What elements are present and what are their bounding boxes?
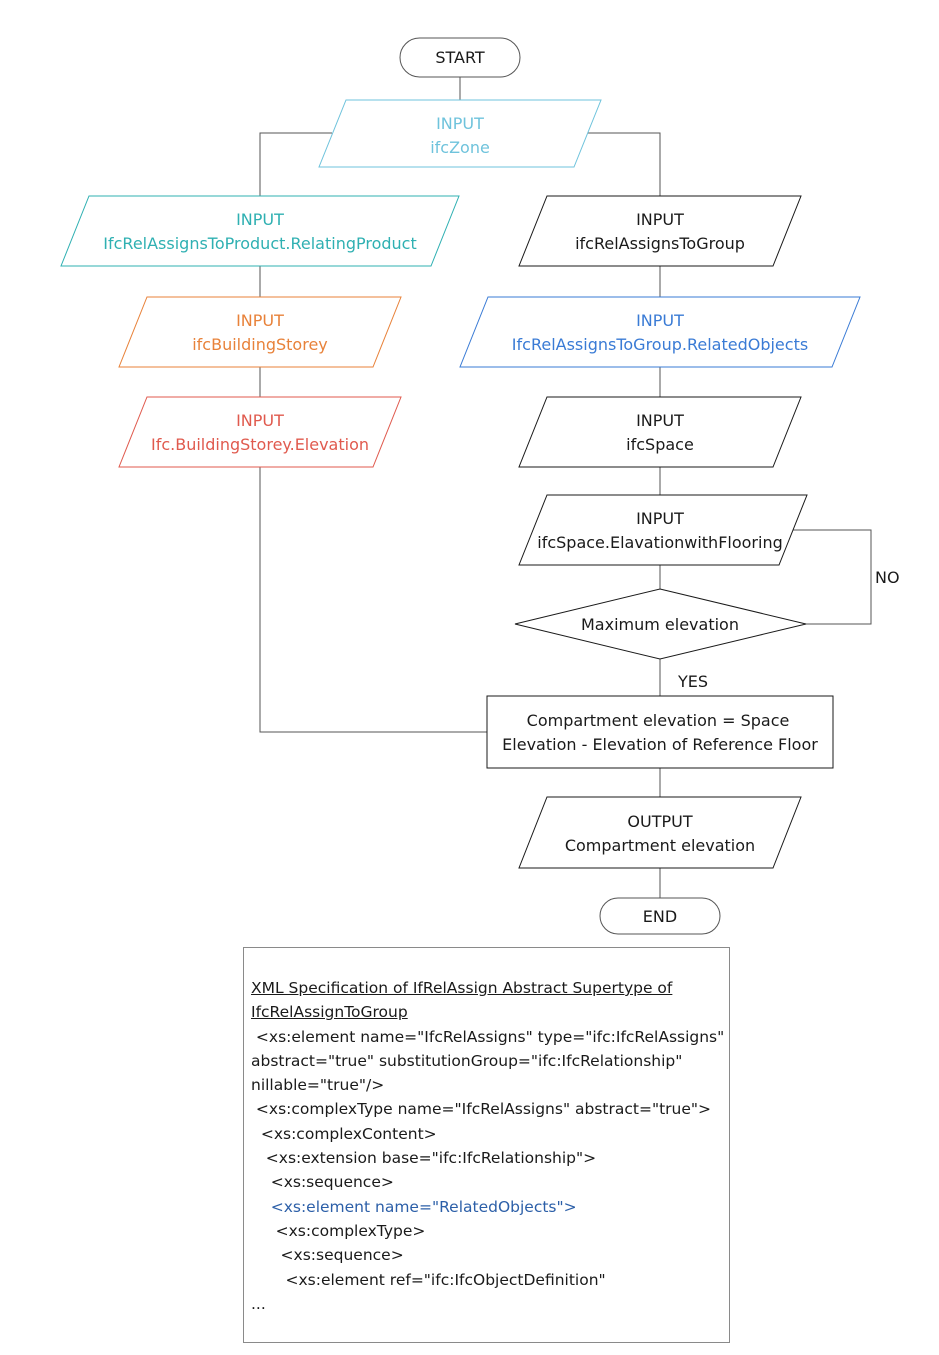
xml-code-line: <xs:element name="RelatedObjects"> — [251, 1197, 577, 1216]
input-node-related-objects-line2: IfcRelAssignsToGroup.RelatedObjects — [512, 335, 808, 354]
input-node-space-elevation: INPUT ifcSpace.ElavationwithFlooring — [518, 494, 808, 566]
edge-decision-no-loop — [789, 529, 872, 625]
input-node-rel-assigns-to-group: INPUT ifcRelAssignsToGroup — [518, 195, 802, 267]
end-terminal: END — [599, 897, 721, 935]
process-compartment-elevation-line1: Compartment elevation = Space — [527, 711, 790, 730]
input-node-space-elevation-line2: ifcSpace.ElavationwithFlooring — [537, 533, 783, 552]
input-node-related-objects-line1: INPUT — [636, 311, 684, 330]
input-node-space-elevation-line1: INPUT — [636, 509, 684, 528]
input-node-relating-product-line1: INPUT — [236, 210, 284, 229]
decision-maximum-elevation: Maximum elevation — [514, 588, 807, 660]
process-compartment-elevation-line2: Elevation - Elevation of Reference Floor — [502, 735, 818, 754]
input-node-ifcspace-line2: ifcSpace — [626, 435, 694, 454]
input-node-related-objects: INPUT IfcRelAssignsToGroup.RelatedObject… — [459, 296, 861, 368]
input-node-relating-product: INPUT IfcRelAssignsToProduct.RelatingPro… — [60, 195, 460, 267]
input-node-ifcspace-line1: INPUT — [636, 411, 684, 430]
input-node-building-storey-line2: ifcBuildingStorey — [192, 335, 328, 354]
xml-specification-title-line: XML Specification of IfRelAssign Abstrac… — [251, 979, 673, 997]
start-label: START — [435, 48, 485, 67]
xml-code-line: <xs:element name="IfcRelAssigns" type="i… — [251, 1027, 725, 1046]
xml-code-line: ... — [251, 1294, 266, 1313]
xml-code-line: <xs:sequence> — [251, 1246, 404, 1265]
xml-code-line: <xs:sequence> — [251, 1173, 394, 1192]
edge-storeyelev-process — [259, 467, 487, 733]
input-node-storey-elevation: INPUT Ifc.BuildingStorey.Elevation — [118, 396, 402, 468]
xml-code-line: <xs:complexContent> — [251, 1124, 437, 1143]
flowchart: START END INPUT ifcZone INPUT IfcRelAssi… — [60, 37, 900, 935]
input-node-rel-assigns-to-group-line2: ifcRelAssignsToGroup — [575, 234, 745, 253]
input-node-rel-assigns-to-group-line1: INPUT — [636, 210, 684, 229]
branch-label-no: NO — [875, 568, 900, 587]
output-compartment-elevation-line2: Compartment elevation — [565, 836, 755, 855]
output-compartment-elevation: OUTPUT Compartment elevation — [518, 796, 802, 869]
start-terminal: START — [399, 37, 521, 78]
xml-code-line: <xs:complexType name="IfcRelAssigns" abs… — [251, 1100, 711, 1119]
edge-zone-right — [587, 132, 661, 196]
xml-code-block: <xs:element name="IfcRelAssigns" type="i… — [251, 1025, 725, 1317]
xml-code-line: abstract="true" substitutionGroup="ifc:I… — [251, 1051, 683, 1070]
flowchart-connectors — [259, 77, 872, 898]
end-label: END — [643, 907, 677, 926]
input-node-ifczone-line2: ifcZone — [430, 138, 490, 157]
input-node-building-storey: INPUT ifcBuildingStorey — [118, 296, 402, 368]
xml-code-line: <xs:extension base="ifc:IfcRelationship"… — [251, 1149, 597, 1168]
xml-code-line: <xs:element ref="ifc:IfcObjectDefinition… — [251, 1270, 606, 1289]
input-node-relating-product-line2: IfcRelAssignsToProduct.RelatingProduct — [103, 234, 416, 253]
branch-label-yes: YES — [677, 672, 708, 691]
decision-maximum-elevation-label: Maximum elevation — [581, 615, 739, 634]
input-node-storey-elevation-line2: Ifc.BuildingStorey.Elevation — [151, 435, 369, 454]
xml-code-line: nillable="true"/> — [251, 1076, 385, 1095]
output-compartment-elevation-line1: OUTPUT — [627, 812, 692, 831]
process-compartment-elevation: Compartment elevation = Space Elevation … — [486, 695, 834, 769]
input-node-building-storey-line1: INPUT — [236, 311, 284, 330]
xml-specification-title-line: IfcRelAssignToGroup — [251, 1003, 408, 1022]
input-node-ifczone-line1: INPUT — [436, 114, 484, 133]
input-node-storey-elevation-line1: INPUT — [236, 411, 284, 430]
edge-zone-left — [259, 132, 332, 196]
xml-specification-box: XML Specification of IfRelAssign Abstrac… — [243, 947, 730, 1343]
input-node-ifczone: INPUT ifcZone — [318, 99, 602, 168]
input-node-ifcspace: INPUT ifcSpace — [518, 396, 802, 468]
xml-code-line: <xs:complexType> — [251, 1221, 426, 1240]
xml-specification-title: XML Specification of IfRelAssign Abstrac… — [251, 976, 723, 1025]
